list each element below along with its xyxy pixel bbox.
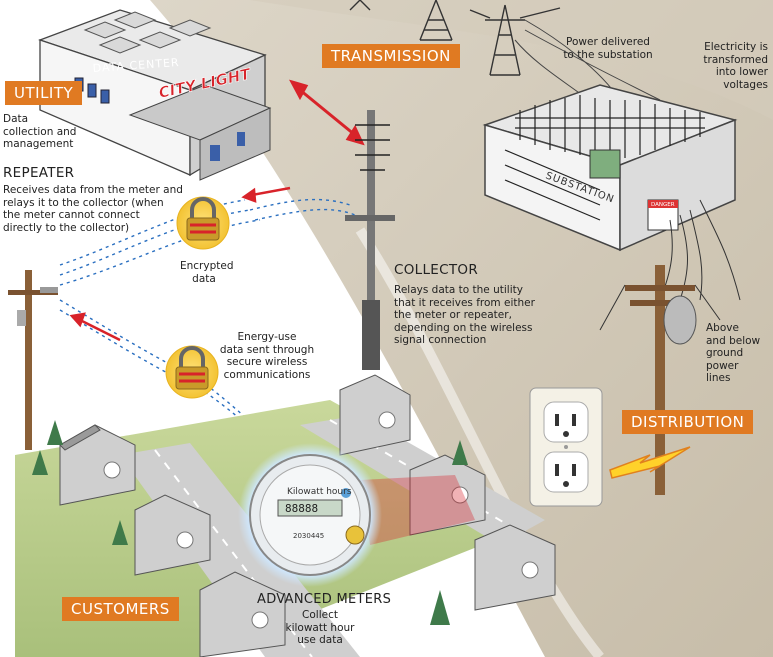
power-tower-icon	[349, 0, 453, 41]
padlock-icon	[176, 196, 230, 250]
distribution-banner: DISTRIBUTION	[622, 410, 754, 434]
repeater-title: REPEATER	[3, 165, 75, 181]
danger-sign: DANGER	[651, 202, 675, 208]
power-tower-icon	[469, 4, 561, 76]
meter-serial: 2030445	[293, 532, 324, 540]
distribution-pole	[599, 265, 721, 495]
advanced-meters-title: ADVANCED METERS	[257, 592, 392, 607]
data-flow-arrow	[289, 79, 365, 146]
collector-pole	[345, 110, 395, 370]
smart-meter	[238, 443, 382, 587]
substation	[482, 84, 738, 252]
outlet-icon	[529, 387, 603, 507]
data-center-sign: DATA CENTER	[92, 56, 180, 75]
padlock-icon	[165, 345, 219, 399]
repeater-pole	[8, 270, 58, 450]
transmission-banner: TRANSMISSION	[322, 44, 460, 68]
meter-title: Kilowatt hours	[287, 487, 352, 497]
lightning-icon	[609, 446, 691, 479]
data-center-building	[38, 9, 272, 181]
customers-banner: CUSTOMERS	[62, 597, 179, 621]
utility-banner: UTILITY	[5, 81, 83, 105]
meter-reading: 88888	[285, 502, 318, 515]
house	[59, 374, 556, 657]
collector-title: COLLECTOR	[394, 262, 479, 278]
